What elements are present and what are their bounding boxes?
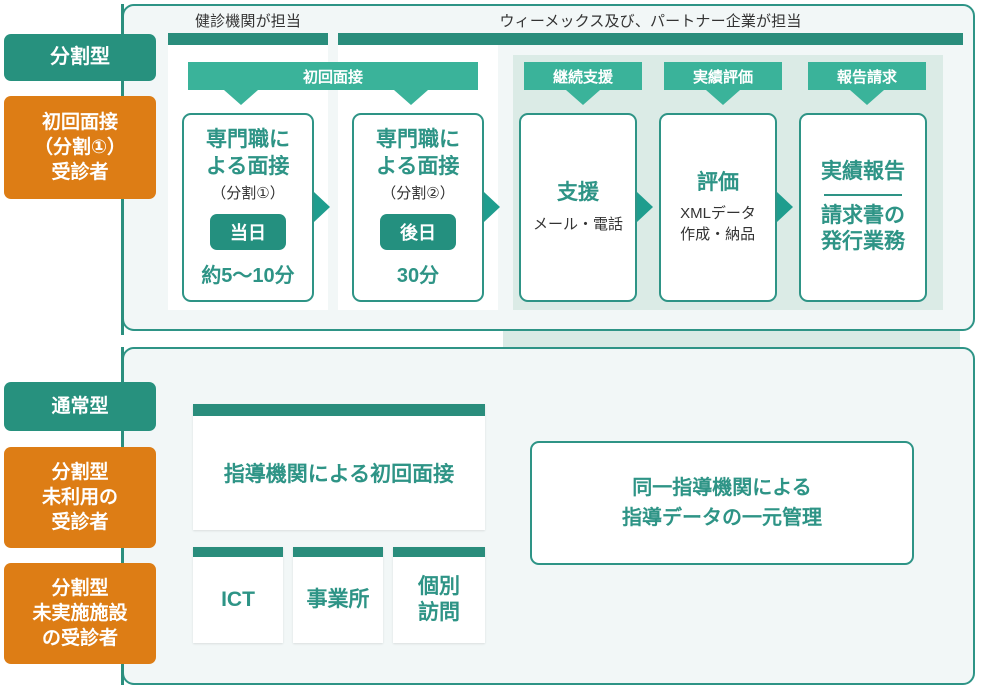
ict-card-label: ICT: [193, 557, 283, 643]
wemex-topbar: [338, 33, 963, 45]
unified-card-line2: 指導データの一元管理: [622, 507, 822, 529]
card-1-subtitle: （分割①）: [211, 184, 285, 202]
card-2-title: 専門職に よる面接: [376, 127, 460, 180]
chip-first-interview: 初回面接: [188, 62, 478, 105]
rail-chip-normal-type-label: 通常型: [51, 395, 109, 417]
rail-chip-split-unavailable-patient[interactable]: 分割型 未実施施設 の受診者: [4, 563, 156, 664]
rail-chip-split-unavailable-line2: 未実施施設: [32, 602, 128, 624]
individual-visit-label-line2: 訪問: [418, 601, 460, 624]
card-3-body: メール・電話: [532, 215, 623, 233]
rail-chip-split-unused-patient[interactable]: 分割型 未利用の 受診者: [4, 447, 156, 548]
card-workplace[interactable]: 事業所: [293, 547, 383, 643]
chip-continuous-support: 継続支援: [524, 62, 642, 105]
ict-card-label-line1: ICT: [221, 587, 255, 611]
individual-visit-card-label: 個別 訪問: [393, 557, 485, 643]
card-individual-visit[interactable]: 個別 訪問: [393, 547, 485, 643]
card-1-title-line2: よる面接: [206, 154, 290, 178]
guidance-card-topbar: [193, 404, 485, 416]
chip-performance-eval: 実績評価: [664, 62, 782, 105]
rail-chip-split-unavailable-line3: の受診者: [41, 628, 118, 650]
ict-card-topbar: [193, 547, 283, 557]
rail-chip-split-type-label: 分割型: [50, 46, 110, 69]
rail-chip-first-interview-line3: 受診者: [51, 162, 109, 184]
guidance-card-label: 指導機関による初回面接: [223, 463, 455, 486]
rail-chip-split-unused-line1: 分割型: [51, 461, 109, 483]
card-1-title-line1: 専門職に: [206, 128, 290, 152]
card-2-title-line1: 専門職に: [376, 128, 460, 152]
card-unified-data-management[interactable]: 同一指導機関による 指導データの一元管理: [530, 441, 914, 565]
health-org-topbar: [168, 33, 328, 45]
card-guidance-first-interview[interactable]: 指導機関による初回面接: [193, 404, 485, 530]
card-5-body-line2: 発行業務: [821, 230, 905, 254]
workplace-card-label: 事業所: [293, 557, 383, 643]
rail-chip-split-unused-line3: 受診者: [51, 512, 109, 534]
chip-first-interview-label: 初回面接: [302, 68, 363, 86]
card-5-title: 実績報告: [821, 160, 905, 184]
rail-chip-first-interview-line2: （分割①）: [33, 136, 127, 158]
rail-chip-split-unused-line2: 未利用の: [41, 486, 118, 508]
chip-report-billing: 報告請求: [808, 62, 926, 105]
card-5-body: 請求書の 発行業務: [821, 203, 905, 256]
workplace-card-topbar: [293, 547, 383, 557]
chip-continuous-support-label: 継続支援: [552, 68, 613, 86]
caption-wemex-partner: ウィーメックス及び、パートナー企業が担当: [499, 13, 802, 30]
card-ict[interactable]: ICT: [193, 547, 283, 643]
card-5-body-line1: 請求書の: [821, 203, 905, 227]
card-2-timing-pill: 後日: [380, 213, 456, 250]
rail-chip-first-interview-line1: 初回面接: [41, 111, 118, 133]
card-2-title-line2: よる面接: [376, 154, 460, 178]
individual-visit-label-line1: 個別: [418, 575, 460, 599]
caption-health-org: 健診機関が担当: [194, 13, 302, 30]
workplace-card-label-line1: 事業所: [306, 587, 370, 611]
card-4-body: XMLデータ 作成・納品: [680, 203, 756, 245]
individual-visit-card-topbar: [393, 547, 485, 557]
chip-performance-eval-label: 実績評価: [692, 68, 753, 86]
rail-chip-split-unavailable-line1: 分割型: [51, 577, 109, 599]
card-4-body-line1: XMLデータ: [680, 205, 756, 223]
card-3-title: 支援: [557, 181, 599, 205]
rail-chip-first-interview-patient[interactable]: 初回面接 （分割①） 受診者: [4, 96, 156, 199]
card-1-duration: 約5〜10分: [201, 264, 295, 287]
card-support[interactable]: 支援 メール・電話: [519, 113, 637, 302]
card-2-subtitle: （分割②）: [381, 184, 455, 202]
card-1-timing-pill: 当日: [210, 213, 286, 250]
card-5-divider: [824, 193, 902, 196]
unified-card-line1: 同一指導機関による: [632, 477, 812, 499]
card-interview-split-2[interactable]: 専門職に よる面接 （分割②） 後日 30分: [352, 113, 484, 302]
rail-chip-split-type[interactable]: 分割型: [4, 34, 156, 81]
rail-chip-normal-type[interactable]: 通常型: [4, 382, 156, 431]
card-evaluation[interactable]: 評価 XMLデータ 作成・納品: [659, 113, 777, 302]
chip-report-billing-label: 報告請求: [836, 68, 897, 86]
card-4-title: 評価: [697, 170, 739, 194]
card-4-body-line2: 作成・納品: [680, 226, 756, 244]
card-2-duration: 30分: [396, 264, 440, 287]
card-report-billing[interactable]: 実績報告 請求書の 発行業務: [799, 113, 927, 302]
card-interview-split-1[interactable]: 専門職に よる面接 （分割①） 当日 約5〜10分: [182, 113, 314, 302]
card-1-title: 専門職に よる面接: [206, 127, 290, 180]
